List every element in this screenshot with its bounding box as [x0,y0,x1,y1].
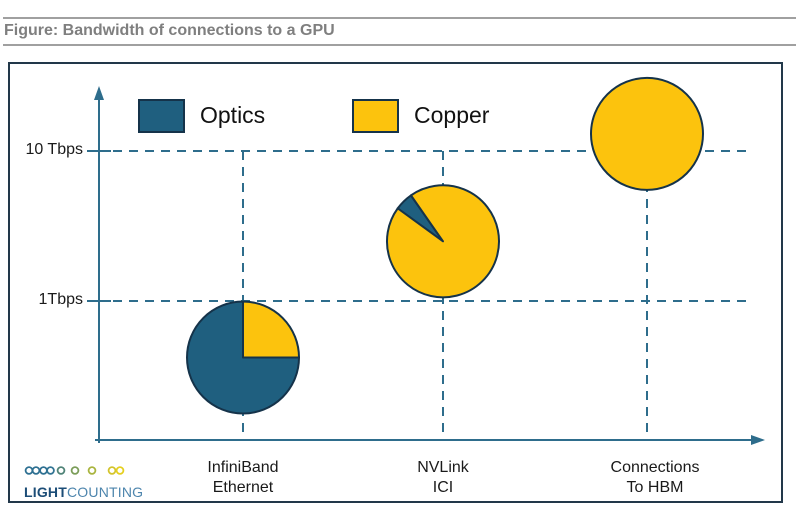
legend-label-optics: Optics [200,102,266,128]
logo-text: LIGHTCOUNTING [24,484,164,500]
figure-title: Figure: Bandwidth of connections to a GP… [4,22,335,39]
title-rule-top [3,17,796,19]
legend-swatch-optics [138,99,185,133]
pie-slice-copper [242,300,300,359]
pie-nvlink-ici [386,184,500,299]
lightcounting-logo: LIGHTCOUNTING [24,462,164,500]
plot-svg [87,76,765,445]
x-label-line: Ethernet [212,479,274,496]
x-label-line: To HBM [626,479,684,496]
x-label-connections-to-hbm: Connections To HBM [565,458,745,498]
pie-connections-to-hbm [590,76,704,191]
x-axis-arrow-icon [751,435,765,445]
x-label-infiniband-ethernet: InfiniBand Ethernet [153,458,333,498]
pie-slice-copper [386,184,500,299]
pie-slice-optics [186,300,300,415]
pie-infiniband-ethernet [186,300,300,415]
legend-swatch-copper [352,99,399,133]
legend-label-copper: Copper [414,102,490,128]
logo-text-light: LIGHT [24,484,67,500]
x-label-nvlink-ici: NVLink ICI [353,458,533,498]
pie-slice-copper [590,76,704,191]
y-tick-label-10tbps: 10 Tbps [25,141,83,158]
x-label-line: Connections [610,459,700,476]
logo-text-counting: COUNTING [67,484,144,500]
x-label-line: ICI [432,479,454,496]
chart-container: Optics Copper 10 Tbps 1Tbps InfiniBand E… [8,62,783,503]
title-rule-bottom [3,44,796,46]
x-label-line: NVLink [417,459,469,476]
logo-beads-icon [24,466,125,475]
y-tick-label-1tbps: 1Tbps [38,291,83,308]
x-label-line: InfiniBand [207,459,279,476]
y-axis-arrow-icon [94,86,104,100]
